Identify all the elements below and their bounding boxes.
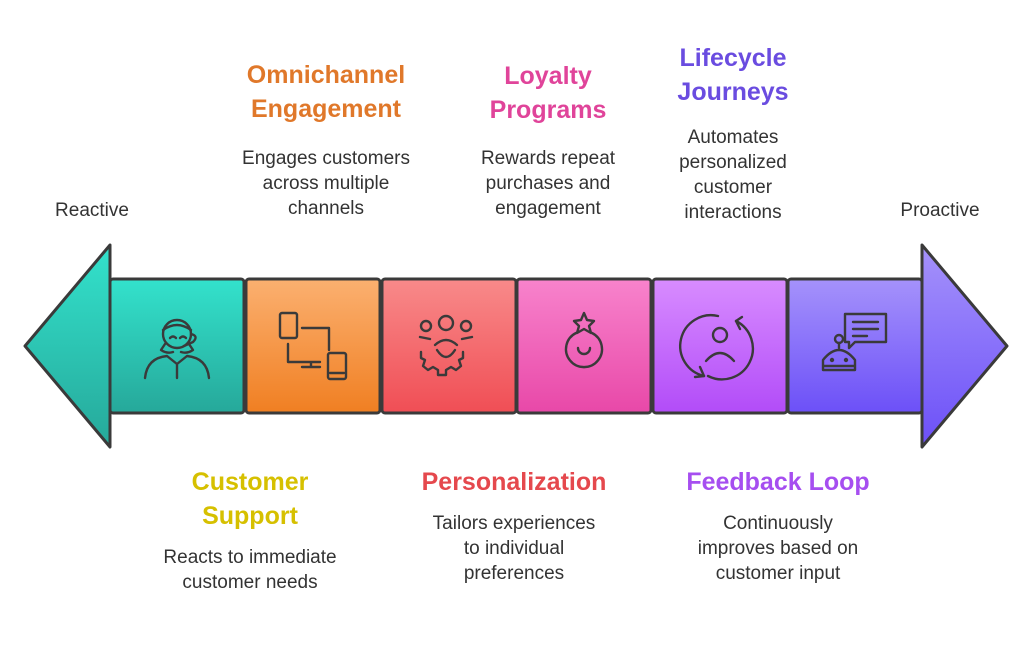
- stage-desc: customer input: [715, 563, 841, 584]
- user-cycle-icon: [678, 314, 755, 381]
- stage-desc: purchases and: [485, 173, 611, 194]
- stage-desc: Reacts to immediate: [163, 547, 337, 568]
- reactive-label: Reactive: [55, 200, 129, 221]
- stage-title: Engagement: [250, 95, 402, 123]
- stage-desc: improves based on: [697, 538, 859, 559]
- stage-desc: customer needs: [182, 572, 318, 593]
- stage-desc: preferences: [463, 563, 565, 584]
- star-reward-icon: [564, 311, 604, 369]
- stage-title: Feedback Loop: [686, 468, 870, 496]
- stage-title: Programs: [489, 96, 607, 124]
- multi-device-icon: [278, 311, 348, 381]
- stage-title: Support: [202, 502, 298, 530]
- stage-title: Customer: [191, 468, 309, 496]
- stage-box-3: [380, 277, 518, 415]
- stage-desc: across multiple: [262, 173, 390, 194]
- stage-title: Omnichannel: [246, 61, 406, 89]
- stage-desc: personalized: [679, 152, 787, 173]
- stage-desc: channels: [287, 198, 365, 219]
- chatbot-icon: [821, 312, 888, 372]
- stage-desc: to individual: [463, 538, 565, 559]
- stage-box-5: [651, 277, 789, 415]
- stage-desc: Rewards repeat: [480, 148, 616, 169]
- stage-title: Loyalty: [504, 62, 592, 90]
- stage-title: Journeys: [677, 78, 789, 106]
- stage-box-6: [786, 277, 924, 415]
- stage-box-4: [515, 277, 653, 415]
- left-arrowhead: [23, 243, 112, 449]
- stage-desc: Continuously: [723, 513, 833, 534]
- stage-title: Personalization: [421, 468, 607, 496]
- proactive-label: Proactive: [900, 200, 980, 221]
- customer-support-agent-icon: [143, 318, 211, 380]
- stage-box-1: [108, 277, 246, 415]
- right-arrowhead: [920, 243, 1009, 449]
- stage-box-2: [244, 277, 382, 415]
- stage-desc: engagement: [495, 198, 601, 219]
- stage-feedback-loop: Feedback Loop Continuously improves based…: [686, 465, 869, 586]
- stage-desc: Tailors experiences: [432, 513, 596, 534]
- stage-desc: interactions: [684, 202, 782, 223]
- people-gear-icon: [418, 314, 474, 377]
- stage-desc: Automates: [687, 127, 779, 148]
- stage-title: Lifecycle: [679, 44, 787, 72]
- stage-personalization: Personalization Tailors experiences to in…: [422, 465, 607, 586]
- stage-desc: customer: [693, 177, 773, 198]
- stage-desc: Engages customers: [242, 148, 410, 169]
